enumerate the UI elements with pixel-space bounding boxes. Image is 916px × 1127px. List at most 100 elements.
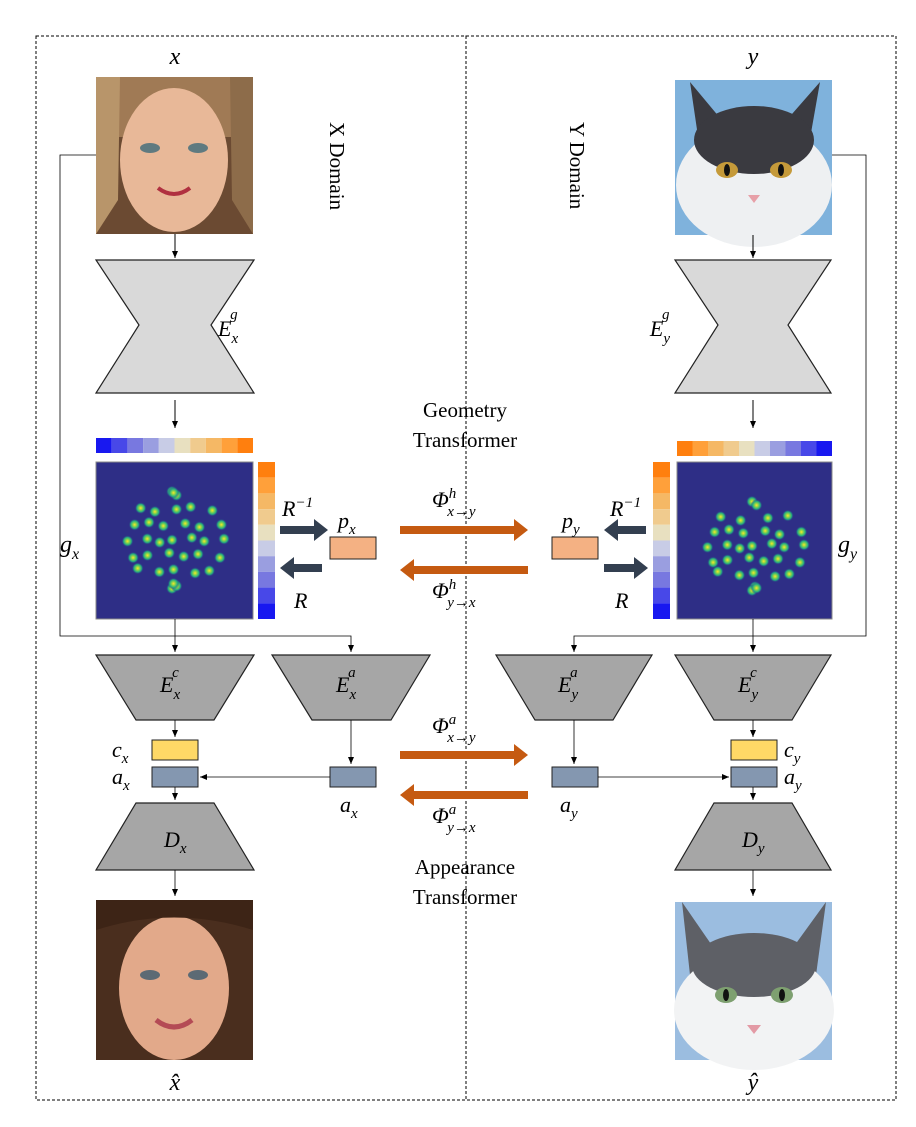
- colorbar-cell: [653, 524, 670, 541]
- keypoint-blob: [721, 538, 734, 551]
- label-r-inv-x: R−1: [281, 495, 313, 521]
- keypoint-blob: [781, 509, 794, 522]
- keypoint-blob: [714, 510, 727, 523]
- arrow-phi-a-yx: [400, 784, 528, 806]
- colorbar-cell: [127, 438, 144, 453]
- colorbar-cell: [190, 438, 206, 453]
- output-y-hat-label: ŷ: [746, 1070, 759, 1096]
- svg-text:Dx: Dx: [163, 827, 187, 857]
- keypoint-blob: [206, 504, 219, 517]
- keypoint-blob: [203, 564, 216, 577]
- keypoint-blob: [778, 541, 791, 554]
- keypoint-blob: [213, 551, 226, 564]
- appearance-box-ax-mid: [329, 766, 377, 788]
- colorbar-cell: [258, 462, 275, 478]
- svg-text:gy: gy: [838, 532, 858, 563]
- keypoint-blob: [765, 537, 778, 550]
- output-x-hat-label: x̂: [169, 1070, 181, 1096]
- keypoint-blob: [793, 556, 806, 569]
- label-ex-c: Exc: [159, 665, 180, 703]
- keypoint-blob: [121, 535, 134, 548]
- arrow-r-inv-y: [604, 519, 646, 541]
- keypoint-blob: [167, 486, 180, 499]
- keypoint-blob: [189, 567, 202, 580]
- colorbar-horizontal-x: [96, 438, 253, 453]
- arrow-phi-h-yx: [400, 559, 528, 581]
- colorbar-cell: [770, 441, 786, 456]
- colorbar-cell: [96, 438, 112, 453]
- colorbar-cell: [653, 540, 670, 557]
- appearance-transformer-line2: Transformer: [413, 885, 517, 909]
- keypoint-blob: [769, 570, 782, 583]
- colorbar-cell: [653, 493, 670, 510]
- heatmap-gx: [95, 461, 254, 620]
- keypoint-blob: [185, 531, 198, 544]
- colorbar-cell: [708, 441, 724, 456]
- colorbar-vertical-y: [653, 462, 670, 619]
- colorbar-cell: [237, 438, 253, 453]
- keypoint-blob: [701, 541, 714, 554]
- keypoint-blob: [184, 500, 197, 513]
- appearance-box-ay-mid: [551, 766, 599, 788]
- svg-text:R: R: [614, 588, 629, 613]
- appearance-transformer-line1: Appearance: [415, 855, 515, 879]
- keypoint-blob: [757, 555, 770, 568]
- colorbar-horizontal-y: [677, 441, 832, 456]
- label-r-x: R: [293, 588, 308, 613]
- svg-text:Eya: Eya: [557, 665, 578, 703]
- keypoint-blob: [143, 516, 155, 529]
- keypoint-blob: [798, 538, 810, 551]
- colorbar-cell: [801, 441, 817, 456]
- keypoint-blob: [128, 518, 141, 531]
- keypoint-blob: [723, 523, 735, 536]
- svg-text:cx: cx: [112, 737, 129, 767]
- svg-text:Exc: Exc: [159, 665, 180, 703]
- decoder-dy: [673, 802, 833, 871]
- decoder-dx: [94, 802, 256, 871]
- svg-text:gx: gx: [60, 532, 79, 563]
- svg-text:cy: cy: [784, 737, 801, 767]
- keypoint-blob: [759, 524, 772, 537]
- colorbar-cell: [258, 540, 275, 557]
- colorbar-cell: [785, 441, 801, 456]
- svg-text:Exa: Exa: [335, 665, 356, 703]
- encoder-ex-c: [94, 654, 256, 721]
- keypoint-blob: [734, 514, 747, 527]
- keypoint-blob: [153, 565, 166, 578]
- skip-line-y: [571, 154, 867, 652]
- keypoint-blob: [141, 549, 154, 562]
- keypoint-blob: [711, 565, 724, 578]
- label-r-inv-y: R−1: [609, 495, 641, 521]
- content-box-cx: [151, 739, 199, 761]
- colorbar-cell: [158, 438, 175, 453]
- colorbar-cell: [111, 438, 128, 453]
- param-box-py: [551, 536, 599, 560]
- colorbar-cell: [258, 477, 275, 494]
- label-ax: ax: [112, 764, 130, 794]
- arrow-r-inv-x: [280, 519, 328, 541]
- colorbar-cell: [816, 441, 832, 456]
- label-py: py: [560, 508, 580, 538]
- keypoint-blob: [733, 542, 746, 555]
- label-dx: Dx: [163, 827, 187, 857]
- keypoint-blob: [153, 536, 166, 549]
- arrow-phi-h-xy: [400, 519, 528, 541]
- colorbar-cell: [258, 571, 275, 588]
- colorbar-cell: [653, 571, 670, 588]
- input-x-label: x: [169, 44, 181, 70]
- svg-text:Φhx→y: Φhx→y: [432, 486, 476, 520]
- keypoint-blob: [127, 551, 140, 564]
- keypoint-blob: [192, 548, 204, 561]
- colorbar-cell: [739, 441, 755, 456]
- input-y-label: y: [746, 44, 759, 70]
- keypoint-blob: [215, 518, 228, 531]
- svg-text:Exg: Exg: [217, 307, 238, 347]
- keypoint-blob: [750, 582, 763, 594]
- label-dy: Dy: [741, 827, 765, 857]
- param-box-px: [329, 536, 377, 560]
- keypoint-blob: [773, 528, 786, 541]
- colorbar-cell: [258, 556, 275, 572]
